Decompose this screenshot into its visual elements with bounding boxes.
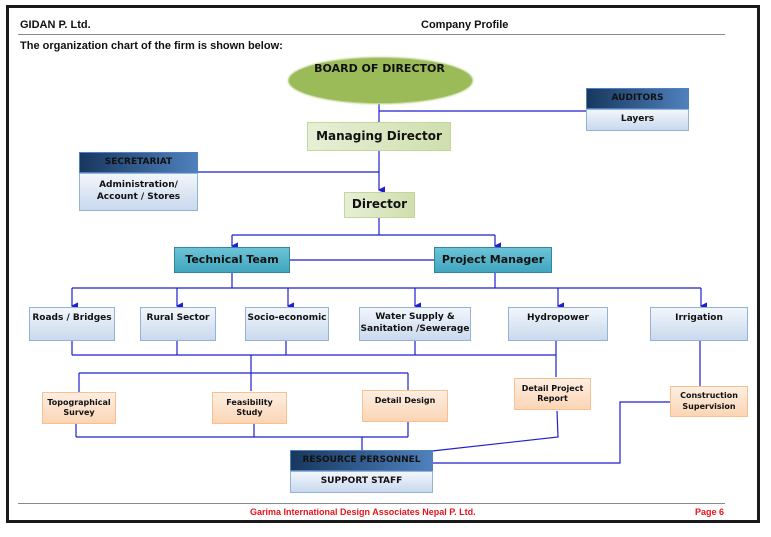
sector-rural: Rural Sector [140,307,216,341]
secretariat-title: SECRETARIAT [79,152,198,173]
page-frame [6,5,760,523]
service-detail-project-report: Detail Project Report [514,378,591,410]
sector-water-supply: Water Supply & Sanitation /Sewerage [359,307,471,341]
secretariat-body-line2: Account / Stores [96,192,181,202]
line-dpr-resource [431,410,559,452]
footer-page-number: Page 6 [695,507,725,517]
service-topo-line1: Topographical [47,397,111,407]
sector-roads-bridges: Roads / Bridges [29,307,115,341]
secretariat-body-line1: Administration/ [99,180,178,191]
sector-socio-economic: Socio-economic [245,307,329,341]
service-feasibility-study: Feasibility Study [212,392,287,424]
service-construction-supervision: Construction Supervision [670,386,748,417]
footer-company: Garima International Design Associates N… [250,507,476,517]
board-of-director-label: BOARD OF DIRECTOR [314,62,445,75]
service-feas-line2: Study [236,408,263,417]
managing-director-node: Managing Director [307,122,451,151]
sector-hydropower: Hydropower [508,307,608,341]
line-construction-resource [432,401,670,464]
service-feas-line1: Feasibility [226,397,273,407]
header-company: GIDAN P. Ltd. [20,19,91,31]
service-detail-design: Detail Design [362,390,448,422]
service-topographical-survey: Topographical Survey [42,392,116,424]
director-node: Director [344,192,415,218]
technical-team-node: Technical Team [174,247,290,273]
support-staff-body: SUPPORT STAFF [290,471,433,493]
board-of-director-node [288,57,473,104]
service-dpr-line1: Detail Project [521,383,584,393]
sector-water-line1: Water Supply & [375,312,455,323]
service-dpr-line2: Report [537,394,568,403]
header-section: Company Profile [421,19,509,31]
auditors-body: Layers [586,109,689,131]
service-cs-line1: Construction [680,391,738,401]
footer-divider [18,503,725,504]
service-cs-line2: Supervision [682,401,736,411]
project-manager-node: Project Manager [434,247,552,273]
service-topo-line2: Survey [63,408,95,417]
sector-water-line2: Sanitation /Sewerage [360,324,470,334]
secretariat-body: Administration/ Account / Stores [79,173,198,211]
sector-irrigation: Irrigation [650,307,748,341]
intro-text: The organization chart of the firm is sh… [20,40,283,52]
header-divider [18,34,725,35]
auditors-title: AUDITORS [586,88,689,109]
resource-personnel-title: RESOURCE PERSONNEL [290,450,433,471]
